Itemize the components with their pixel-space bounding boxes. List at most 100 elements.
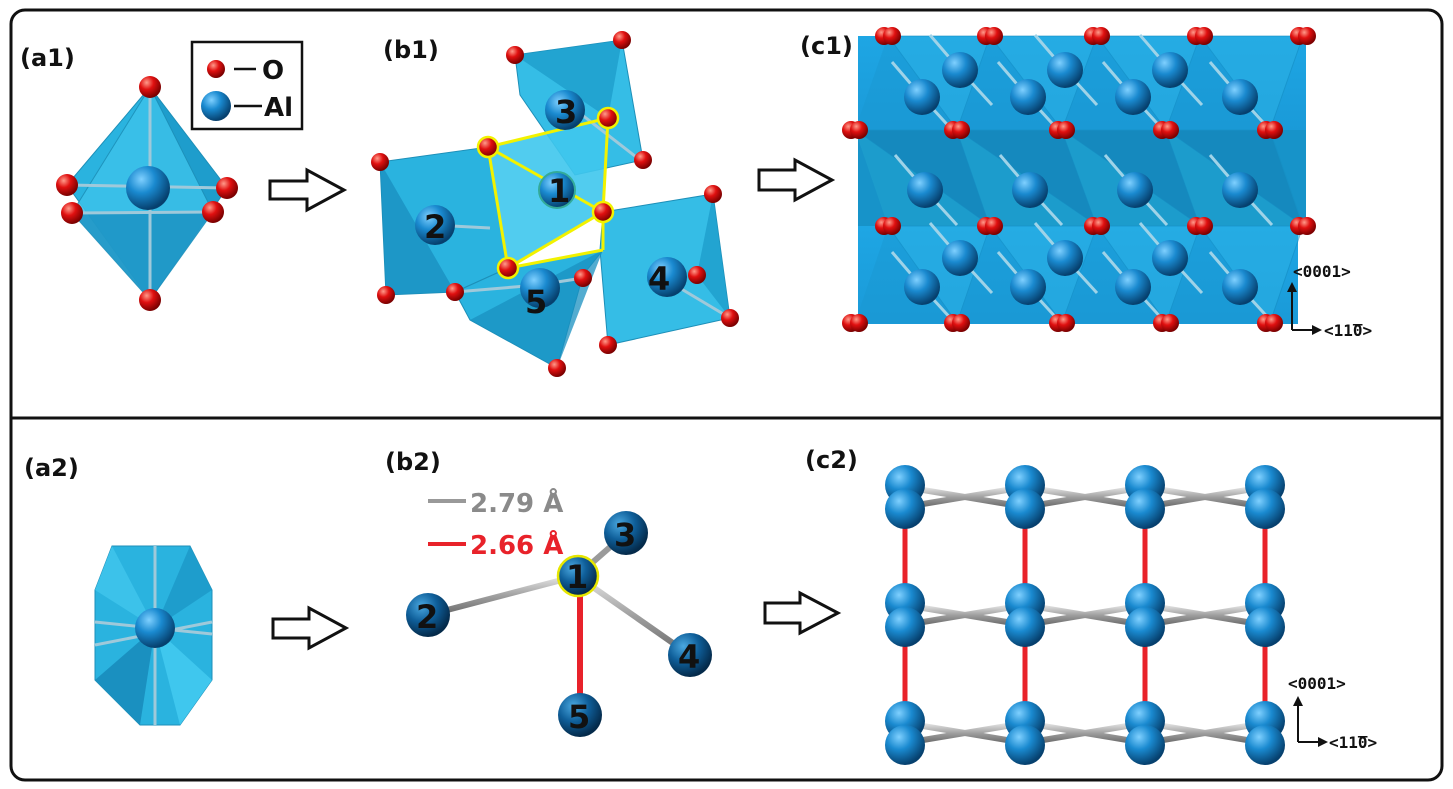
oxygen-atom: [883, 27, 901, 45]
aluminum-atom: [1047, 240, 1083, 276]
atom-number-4: 4: [678, 638, 700, 676]
oxygen-atom: [985, 217, 1003, 235]
bond-legend-grey-length: 2.79 Å: [470, 487, 563, 519]
aluminum-atom: [545, 90, 585, 130]
aluminum-atom: [1117, 172, 1153, 208]
oxygen-atom: [1057, 314, 1075, 332]
aluminum-atom: [907, 172, 943, 208]
arrow-right-icon: [757, 157, 836, 203]
panel-label-a2: (a2): [24, 454, 79, 482]
aluminum-atom: [1125, 607, 1165, 647]
aluminum-atom: [885, 489, 925, 529]
al-al-bond-grey: [1024, 720, 1146, 746]
al-al-bond-grey: [904, 484, 1026, 510]
oxygen-atom: [446, 283, 464, 301]
oxygen-atom: [548, 359, 566, 377]
oxygen-atom: [1092, 27, 1110, 45]
c1-atoms: [842, 27, 1316, 332]
atom-number-5: 5: [568, 698, 590, 736]
oxygen-atom: [688, 266, 706, 284]
axis-label-vertical: <0001>: [1288, 674, 1346, 693]
axis-indicator-c2: <0001> <11̅0>: [1288, 674, 1377, 752]
aluminum-atom: [1152, 52, 1188, 88]
aluminum-atom: [1222, 79, 1258, 115]
bond-legend-red-length: 2.66 Å: [470, 529, 563, 561]
panel-label-b1: (b1): [383, 36, 439, 64]
aluminum-atom: [538, 171, 576, 209]
oxygen-atom: [1265, 121, 1283, 139]
oxygen-atom: [634, 151, 652, 169]
oxygen-atom: [202, 201, 224, 223]
oxygen-atom: [1298, 217, 1316, 235]
aluminum-atom: [1115, 269, 1151, 305]
oxygen-atom: [613, 31, 631, 49]
aluminum-atom: [1012, 172, 1048, 208]
aluminum-atom: [1047, 52, 1083, 88]
octahedron-a1: [56, 76, 238, 311]
oxygen-atom-highlighted: [591, 200, 615, 224]
aluminum-atom: [647, 257, 687, 297]
panel-label-c2: (c2): [805, 446, 858, 474]
atom-number-2: 2: [424, 208, 446, 246]
aluminum-atom: [1010, 79, 1046, 115]
al-al-bond-grey: [904, 720, 1026, 746]
oxygen-atom: [61, 202, 83, 224]
oxygen-atom: [850, 121, 868, 139]
oxygen-atom: [985, 27, 1003, 45]
oxygen-atom-highlighted: [496, 256, 520, 280]
aluminum-atom: [520, 268, 560, 308]
aluminum-atom: [415, 205, 455, 245]
aluminum-atom: [126, 166, 170, 210]
aluminum-atom: [885, 607, 925, 647]
octahedron-a2: [94, 545, 213, 726]
aluminum-atom: [904, 79, 940, 115]
atom-number-4: 4: [648, 260, 670, 298]
axis-label-horizontal: <11̅0>: [1324, 321, 1372, 340]
axis-label-horizontal: <11̅0>: [1329, 733, 1377, 752]
oxygen-atom: [883, 217, 901, 235]
oxygen-atom: [704, 185, 722, 203]
oxygen-atom: [721, 309, 739, 327]
aluminum-atom: [1245, 607, 1285, 647]
oxygen-atom: [371, 153, 389, 171]
oxygen-atom: [56, 174, 78, 196]
oxygen-atom: [1195, 27, 1213, 45]
aluminum-atom: [1245, 725, 1285, 765]
al-al-bond-grey: [1144, 484, 1266, 510]
bond-legend: 2.79 Å 2.66 Å: [428, 487, 563, 561]
oxygen-atom: [1161, 314, 1179, 332]
octahedra-cluster-b1: 3 1 2 4 5: [371, 31, 739, 377]
aluminum-atom-1: [556, 554, 600, 598]
al-al-bond-grey: [1144, 602, 1266, 628]
legend-aluminum-label: Al: [264, 93, 293, 123]
arrow-right-icon: [271, 605, 350, 651]
panel-label-a1: (a1): [20, 44, 75, 72]
aluminum-atom: [1222, 172, 1258, 208]
aluminum-atom: [1005, 607, 1045, 647]
oxygen-atom: [952, 121, 970, 139]
oxygen-atom: [1195, 217, 1213, 235]
panel-label-b2: (b2): [385, 448, 441, 476]
aluminum-atom: [1245, 489, 1285, 529]
aluminum-atom: [942, 240, 978, 276]
aluminum-atom: [1005, 725, 1045, 765]
oxygen-atom: [952, 314, 970, 332]
oxygen-atom: [216, 177, 238, 199]
aluminum-atom: [885, 725, 925, 765]
aluminum-atom-2: [406, 593, 450, 637]
oxygen-atom: [506, 46, 524, 64]
oxygen-legend-icon: [207, 60, 225, 78]
arrow-right-icon: [763, 590, 842, 636]
legend-oxygen-label: O: [262, 56, 284, 86]
aluminum-atom: [1222, 269, 1258, 305]
oxygen-atom: [1265, 314, 1283, 332]
oxygen-atom-highlighted: [476, 135, 500, 159]
atom-number-1: 1: [566, 558, 588, 596]
aluminum-atom: [1010, 269, 1046, 305]
oxygen-atom-highlighted: [596, 106, 620, 130]
atom-number-3: 3: [555, 93, 577, 131]
aluminum-atom: [1115, 79, 1151, 115]
atom-legend: O Al: [190, 40, 304, 131]
aluminum-atom: [1125, 489, 1165, 529]
axis-indicator-c1: <0001> <11̅0>: [1287, 262, 1372, 340]
